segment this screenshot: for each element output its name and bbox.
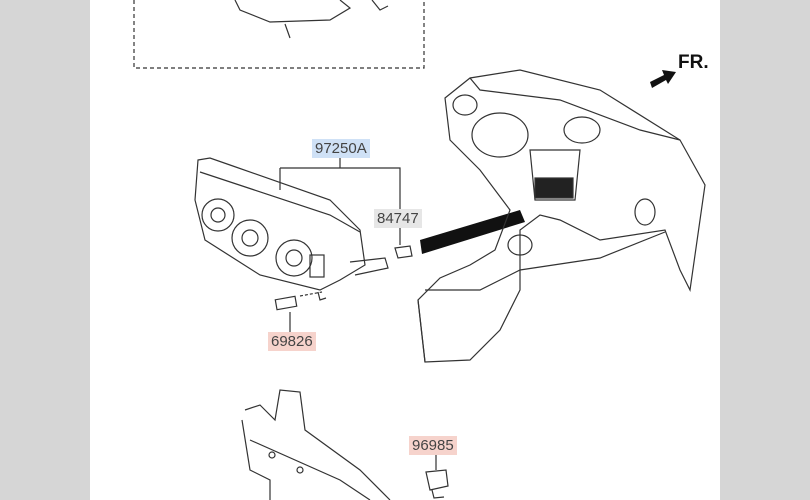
pointer-band	[420, 210, 525, 254]
front-arrow-icon	[650, 70, 676, 88]
front-direction-label: FR.	[678, 52, 709, 73]
part-label-69826[interactable]: 69826	[268, 332, 316, 351]
top-detail-part	[234, 0, 389, 39]
heater-control-unit	[194, 157, 389, 301]
detail-box	[133, 0, 425, 69]
screw-69826	[274, 295, 298, 311]
clip-84747	[394, 245, 413, 259]
sensor-96985	[425, 469, 449, 499]
leader-97250A	[279, 156, 401, 245]
part-label-84747[interactable]: 84747	[374, 209, 422, 228]
mounting-bracket	[241, 389, 391, 500]
part-label-96985[interactable]: 96985	[409, 436, 457, 455]
diagram-sheet	[90, 0, 720, 500]
part-label-97250A[interactable]: 97250A	[312, 139, 370, 158]
dashboard-assembly	[417, 69, 706, 363]
